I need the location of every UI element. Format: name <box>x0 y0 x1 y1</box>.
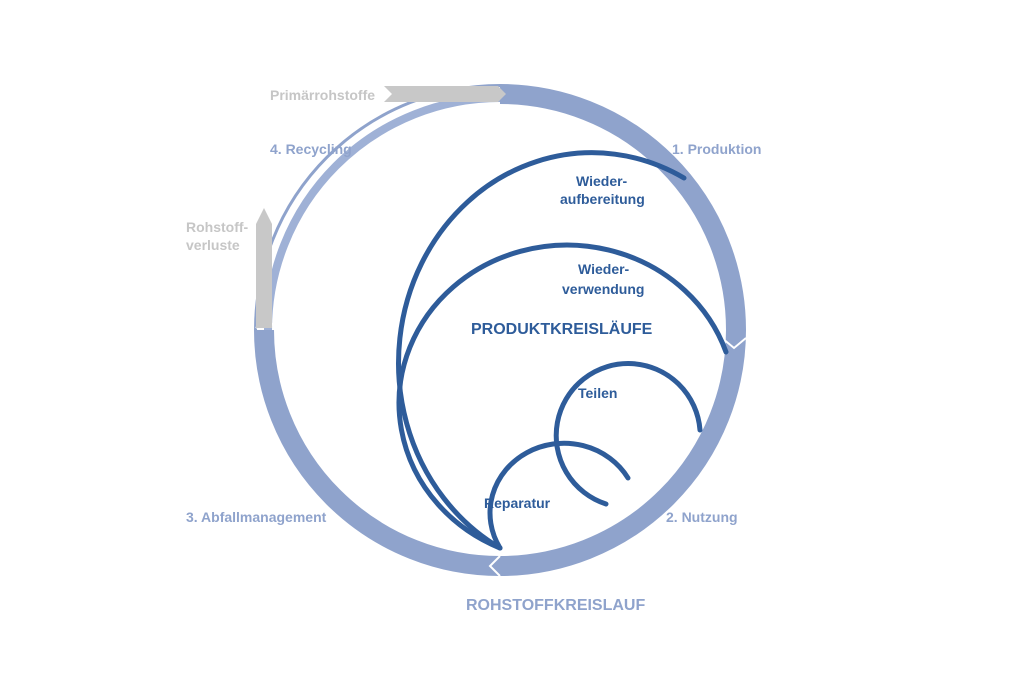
gray-flows <box>256 86 506 328</box>
recycling-segment <box>264 94 501 331</box>
production-label: 1. Produktion <box>672 141 761 157</box>
sharing-loop <box>553 361 703 507</box>
raw-material-losses-label-1: Rohstoff- <box>186 219 249 235</box>
ring-chevron-bottom <box>488 555 501 577</box>
waste-management-label: 3. Abfallmanagement <box>186 509 327 525</box>
usage-label: 2. Nutzung <box>666 509 738 525</box>
repair-loop <box>487 440 631 551</box>
primary-materials-arrow <box>384 86 506 102</box>
raw-material-losses-arrow <box>256 208 272 328</box>
product-loops <box>396 150 729 551</box>
primary-materials-label: Primärrohstoffe <box>270 87 375 103</box>
ring-chevron-right <box>721 337 747 350</box>
recycling-label: 4. Recycling <box>270 141 352 157</box>
raw-material-cycle-title: ROHSTOFFKREISLAUF <box>466 597 645 614</box>
raw-material-losses-label-2: verluste <box>186 237 240 253</box>
product-cycles-title: PRODUKTKREISLÄUFE <box>471 320 653 338</box>
remanufacture-label-2: aufbereitung <box>560 191 645 207</box>
reuse-loop <box>396 242 729 551</box>
sharing-label: Teilen <box>578 385 617 401</box>
reuse-label-1: Wieder- <box>578 261 630 277</box>
remanufacture-loop <box>396 150 687 551</box>
reuse-label-2: verwendung <box>562 281 644 297</box>
repair-label: Reparatur <box>484 495 551 511</box>
remanufacture-label-1: Wieder- <box>576 173 628 189</box>
